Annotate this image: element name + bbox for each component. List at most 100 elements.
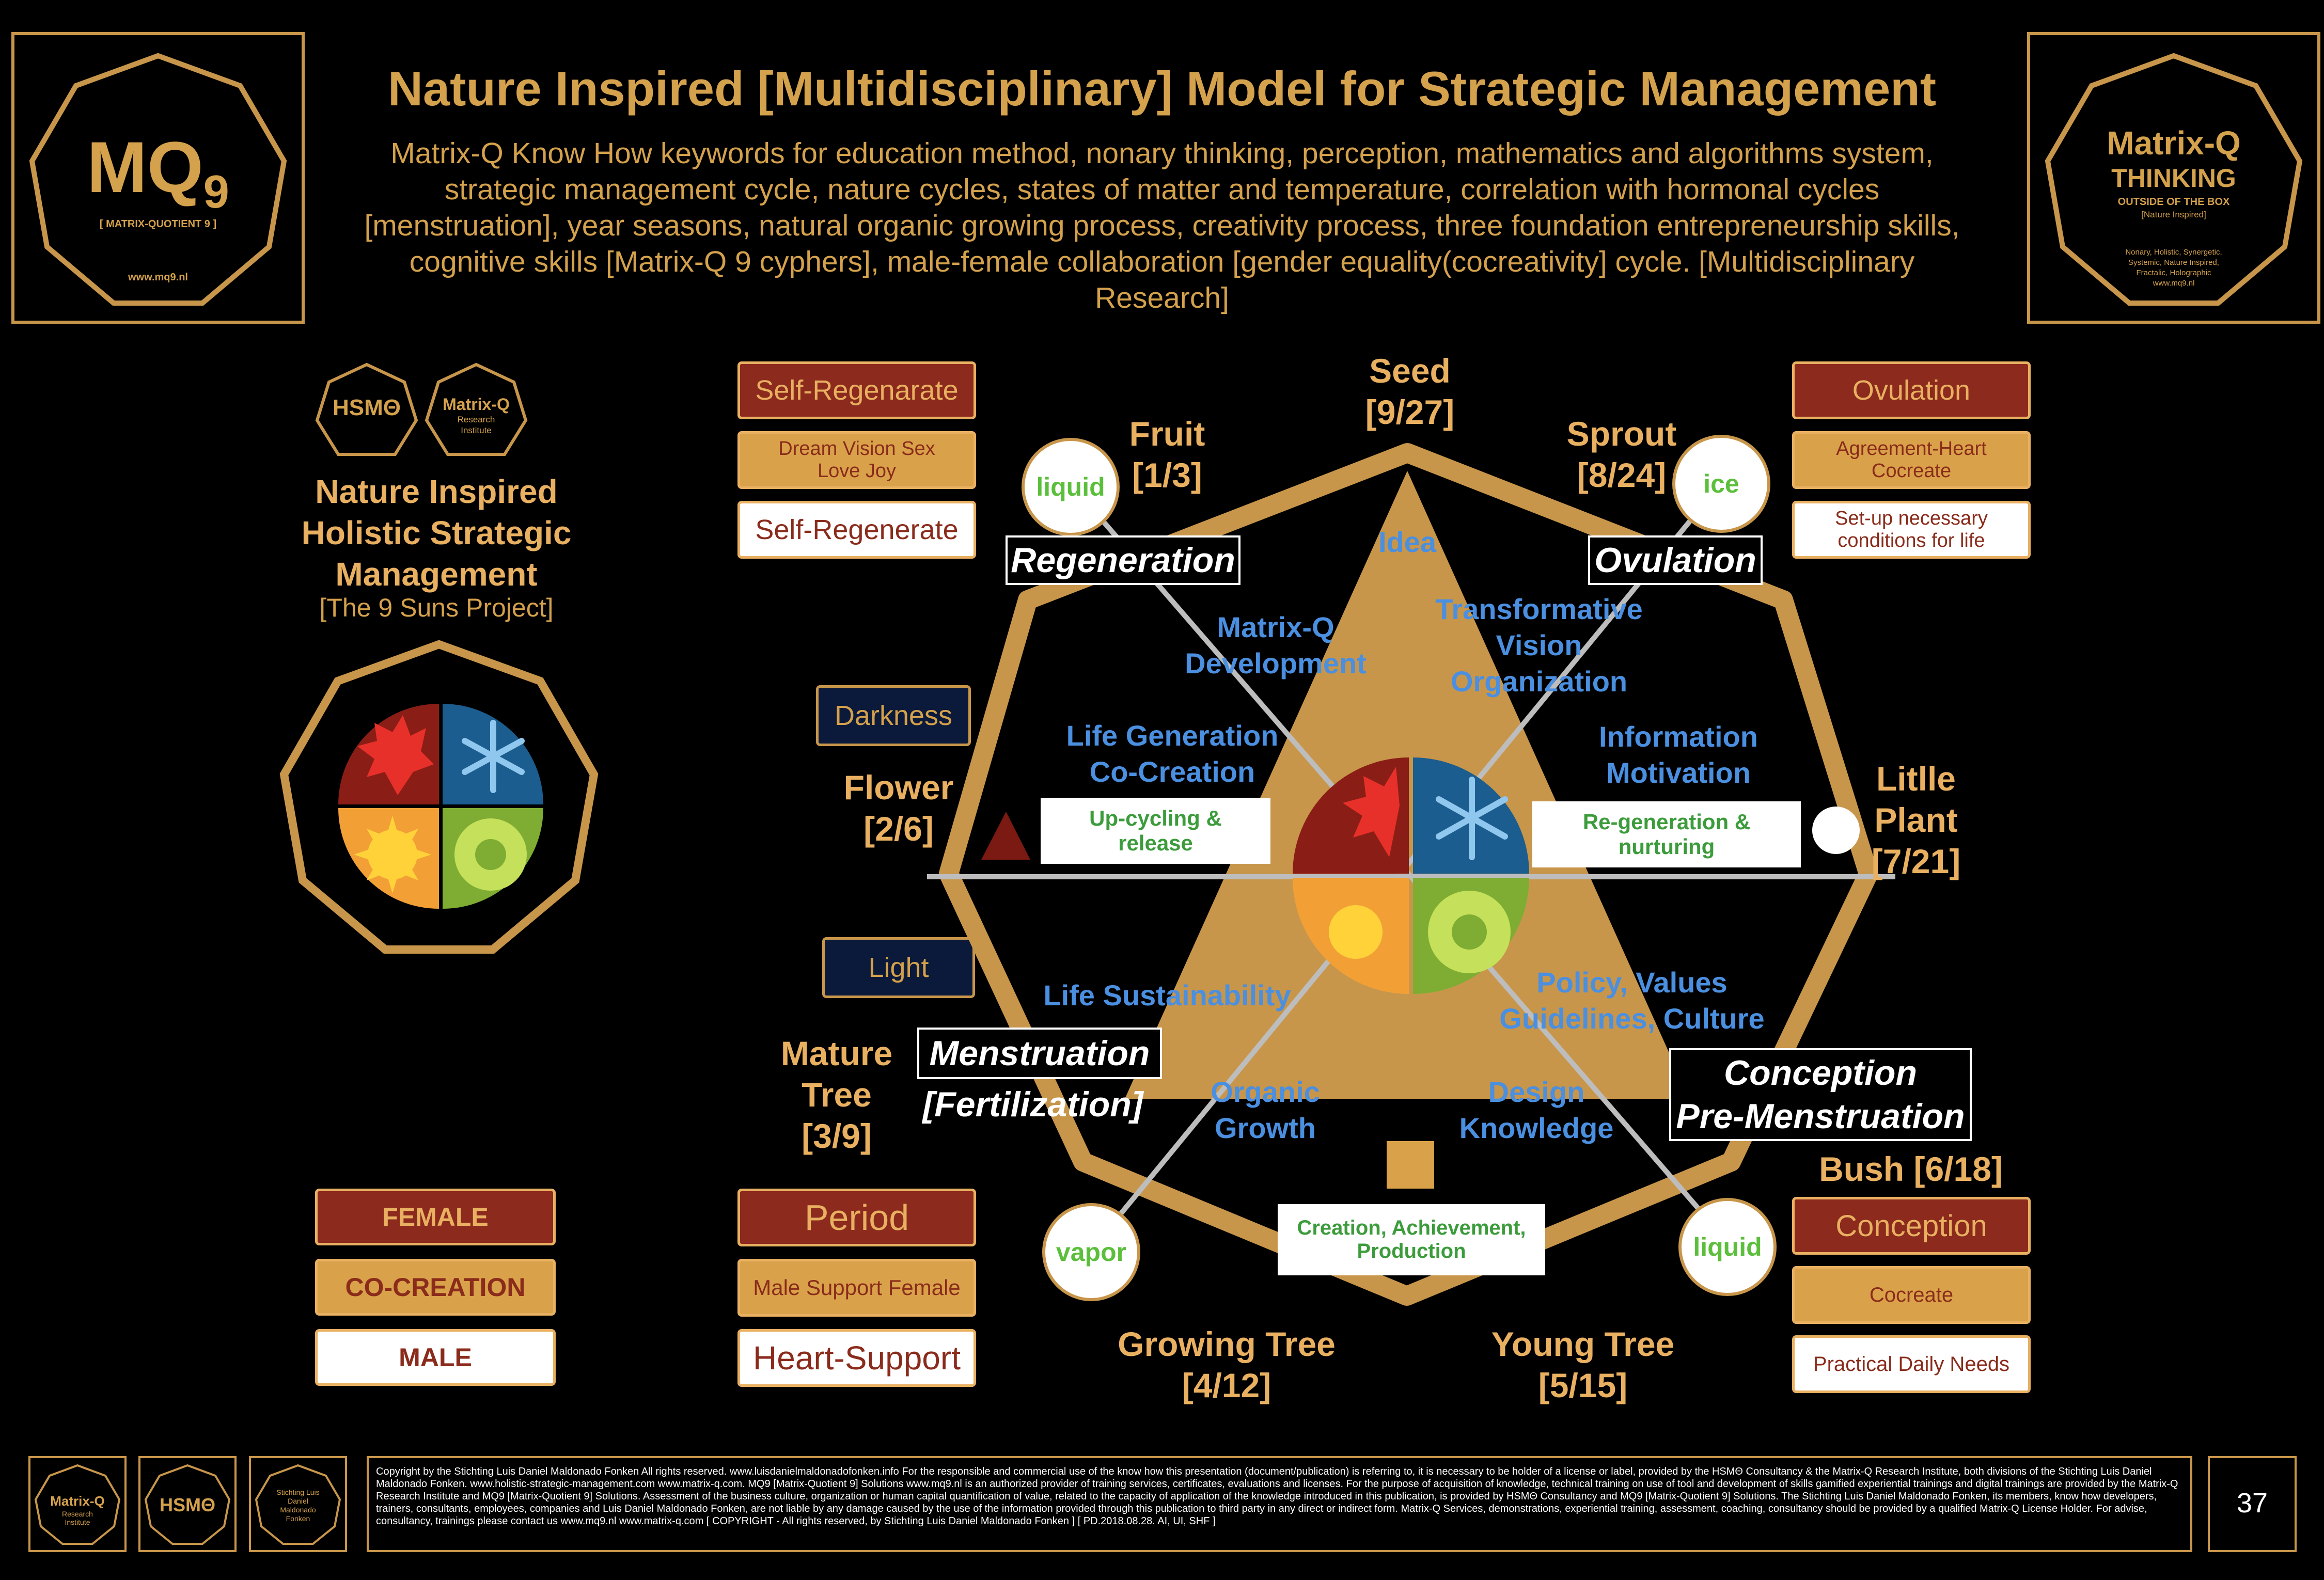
mq9-logo-frame: MQ9 [ MATRIX-QUOTIENT 9 ] www.mq9.nl [11, 32, 305, 324]
page-subtitle: Matrix-Q Know How keywords for education… [364, 137, 1960, 314]
concept-design-line2: Knowledge [1459, 1112, 1614, 1144]
stage-young-number: [5/15] [1538, 1366, 1628, 1404]
thinking-logo-line5: Nonary, Holistic, Synergetic, [2125, 248, 2222, 257]
concept-design-line1: Design [1488, 1076, 1585, 1108]
light-box: Light [822, 937, 975, 998]
phase-ovulation: Ovulation [1588, 535, 1763, 585]
matrixq-badge-title: Matrix-Q [443, 395, 510, 414]
stage-mature-line2: Tree [802, 1076, 872, 1114]
stage-little-plant-line2: Plant [1874, 801, 1958, 839]
footer-logo3-text: Stichting Luis Daniel Maldonado Fonken [276, 1488, 320, 1523]
autumn-leaf-quadrant [338, 704, 439, 804]
concept-transform-line3: Organization [1450, 665, 1628, 698]
mq9-logo-url: www.mq9.nl [128, 272, 188, 283]
stage-seed-name: Seed [1369, 352, 1451, 390]
stage-mature-line1: Mature [780, 1034, 893, 1072]
stage-little-plant-number: [7/21] [1871, 842, 1961, 880]
footer-logo2-text: HSMΘ [160, 1494, 215, 1515]
concept-info-line2: Motivation [1606, 756, 1751, 789]
stage-sprout-name: Sprout [1566, 415, 1677, 453]
stage-flower-number: [2/6] [863, 810, 934, 848]
concept-matrixq-development: Matrix-Q Development [1147, 609, 1405, 682]
stage-flower: Flower [2/6] [826, 767, 971, 849]
concept-idea: Idea [1378, 526, 1437, 558]
page-number: 37 [2236, 1488, 2268, 1519]
light-circle-marker [1812, 807, 1860, 854]
footer-logo-stichting: Stichting Luis Daniel Maldonado Fonken [249, 1456, 347, 1552]
ice-state-circle: ice [1672, 435, 1770, 533]
thinking-logo-line3: OUTSIDE OF THE BOX [2117, 196, 2230, 208]
center-season-wheel [1293, 757, 1529, 994]
thinking-logo-line4: [Nature Inspired] [2141, 210, 2206, 219]
phase-fertilization: [Fertilization] [922, 1085, 1143, 1124]
self-regenarate-box: Self-Regenarate [737, 361, 976, 419]
stage-young-tree: Young Tree [5/15] [1441, 1323, 1725, 1406]
creation-achievement-box: Creation, Achievement, Production [1278, 1204, 1545, 1275]
conception-box: Conception [1792, 1197, 2031, 1255]
matrixq-thinking-logo-icon [2045, 53, 2303, 306]
hsm-badge-text: HSMΘ [333, 395, 401, 420]
upcycling-release-box: Up-cycling & release [1041, 798, 1270, 864]
stage-fruit: Fruit [1/3] [1090, 413, 1245, 496]
concept-life-sustainability: Life Sustainability [1043, 979, 1291, 1012]
matrixq-thinking-logo-frame: Matrix-Q THINKING OUTSIDE OF THE BOX [Na… [2027, 32, 2320, 324]
concept-matrixq-line1: Matrix-Q [1217, 611, 1334, 643]
female-label: FEMALE [315, 1189, 556, 1245]
project-label: [The 9 Suns Project] [319, 593, 554, 622]
concept-transformative-vision: Transformative Vision Organization [1405, 591, 1673, 700]
concept-organic-growth: Organic Growth [1162, 1074, 1369, 1146]
concept-organic-line1: Organic [1211, 1076, 1320, 1108]
thinking-logo-line8: www.mq9.nl [2153, 279, 2195, 288]
darkness-box: Darkness [816, 685, 971, 746]
cocreation-label: CO-CREATION [315, 1259, 556, 1316]
stage-little-plant-line1: Litlle [1876, 760, 1956, 798]
ovulation-box: Ovulation [1792, 361, 2031, 419]
concept-info-line1: Information [1599, 720, 1758, 753]
phase-conception-label: Conception [1724, 1053, 1917, 1093]
stage-young-name: Young Tree [1491, 1325, 1675, 1363]
stage-fruit-name: Fruit [1129, 415, 1205, 453]
regeneration-nurturing-box: Re-generation & nurturing [1532, 801, 1801, 867]
mq9-logo-text: MQ9 [14, 125, 302, 219]
stage-mature-tree: Mature Tree [3/9] [759, 1033, 914, 1157]
liquid-state-top-circle: liquid [1022, 438, 1120, 536]
footer-logo1-sub1: Research [62, 1510, 93, 1518]
left-heading-line3: Management [335, 556, 538, 593]
agreement-heart-box: Agreement-Heart Cocreate [1792, 431, 2031, 489]
creation-square-marker [1387, 1141, 1434, 1189]
page-number-frame [2208, 1456, 2297, 1552]
male-support-female-box: Male Support Female [737, 1259, 976, 1317]
heart-support-box: Heart-Support [737, 1329, 976, 1387]
stage-growing-tree: Growing Tree [4/12] [1085, 1323, 1369, 1406]
concept-lifegen-line1: Life Generation [1066, 719, 1279, 752]
matrixq-research-badge-icon [425, 362, 528, 456]
footer-logo-hsm: HSMΘ [138, 1456, 237, 1552]
matrixq-badge-sub2: Institute [461, 425, 492, 435]
concept-policy-line1: Policy, Values [1536, 966, 1728, 999]
nonagon-frame [939, 443, 1878, 1306]
concept-transform-line2: Vision [1496, 629, 1582, 661]
concept-transform-line1: Transformative [1435, 593, 1643, 625]
stage-little-plant: Litlle Plant [7/21] [1849, 758, 1983, 882]
stage-mature-number: [3/9] [802, 1117, 872, 1155]
liquid-state-bottom-circle: liquid [1678, 1198, 1777, 1296]
setup-conditions-box: Set-up necessary conditions for life [1792, 501, 2031, 559]
page-title: Nature Inspired [Multidisciplinary] Mode… [388, 61, 1936, 116]
summer-sun-quadrant [338, 808, 439, 909]
concept-organic-line2: Growth [1215, 1112, 1316, 1144]
self-regenerate-box: Self-Regenerate [737, 501, 976, 559]
concept-life-generation: Life Generation Co-Creation [1023, 718, 1322, 790]
left-heading-line2: Holistic Strategic [301, 514, 572, 551]
thinking-logo-line7: Fractalic, Holographic [2136, 268, 2211, 277]
stage-seed: Seed [9/27] [1307, 350, 1513, 433]
concept-information-motivation: Information Motivation [1549, 719, 1808, 791]
mq9-logo-main: MQ [87, 127, 203, 208]
season-wheel-left [279, 640, 599, 954]
phase-pre-menstruation-label: Pre-Menstruation [1676, 1097, 1965, 1136]
stage-fruit-number: [1/3] [1132, 456, 1202, 494]
mq9-logo-sub: 9 [203, 166, 229, 218]
concept-policy-values: Policy, Values Guidelines, Culture [1467, 965, 1797, 1037]
phase-regeneration: Regeneration [1006, 535, 1240, 585]
stage-sprout: Sprout [8/24] [1544, 413, 1699, 496]
cocreate-box: Cocreate [1792, 1266, 2031, 1324]
